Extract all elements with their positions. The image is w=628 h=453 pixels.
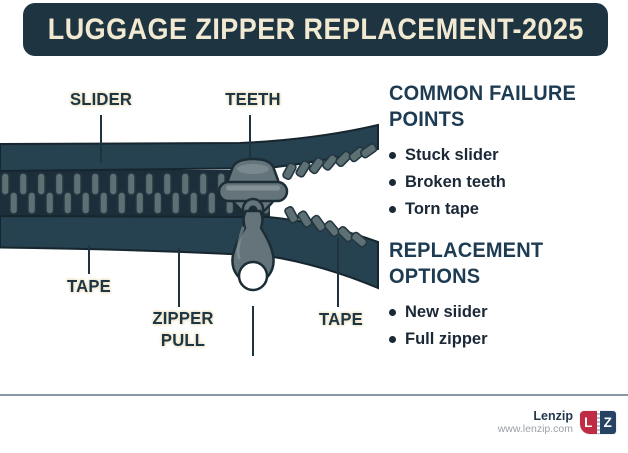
- footer-divider: [0, 394, 628, 396]
- title-banner: LUGGAGE ZIPPER REPLACEMENT-2025: [23, 3, 608, 56]
- list-item: Full zipper: [389, 326, 625, 353]
- list-item-label: Torn tape: [405, 200, 479, 218]
- replacement-options-list: New siider Full zipper: [389, 299, 625, 353]
- bullet-dot: [389, 152, 396, 159]
- failure-points-list: Stuck slider Broken teeth Torn tape: [389, 142, 625, 223]
- info-column: COMMON FAILURE POINTS Stuck slider Broke…: [389, 80, 625, 353]
- list-item: Torn tape: [389, 196, 625, 223]
- brand-website: www.lenzip.com: [497, 423, 573, 435]
- zipper-open-teeth-upper: [282, 143, 378, 180]
- zipper-tape-upper: [0, 123, 379, 173]
- brand-text: Lenzip www.lenzip.com: [498, 409, 573, 435]
- bullet-dot: [389, 206, 396, 213]
- heading-common-failure-points: COMMON FAILURE POINTS: [389, 81, 577, 131]
- label-slider: SLIDER: [69, 89, 133, 109]
- page-title: LUGGAGE ZIPPER REPLACEMENT-2025: [47, 12, 584, 46]
- list-item: New siider: [389, 299, 625, 326]
- logo-letter-l: L: [580, 410, 597, 434]
- zipper-slider: [217, 157, 289, 222]
- list-item: Stuck slider: [389, 142, 625, 169]
- lenzip-logo-icon: L Z: [580, 410, 616, 434]
- logo-zipper-stripe-icon: [596, 410, 600, 434]
- logo-letter-z: Z: [599, 410, 616, 434]
- zipper-open-teeth-lower: [284, 206, 368, 248]
- list-item-label: Full zipper: [405, 330, 488, 348]
- list-item-label: Stuck slider: [405, 146, 499, 164]
- label-tape-left: TAPE: [67, 276, 111, 296]
- bullet-dot: [389, 309, 396, 316]
- zipper-illustration: [0, 115, 379, 356]
- list-item: Broken teeth: [389, 169, 625, 196]
- label-teeth: TEETH: [225, 89, 281, 109]
- label-zipper-pull: ZIPPER PULL: [152, 308, 214, 350]
- brand-name: Lenzip: [533, 409, 573, 423]
- label-tape-right: TAPE: [319, 309, 363, 329]
- bullet-dot: [389, 336, 396, 343]
- list-item-label: Broken teeth: [405, 173, 506, 191]
- list-item-label: New siider: [405, 303, 488, 321]
- bullet-dot: [389, 179, 396, 186]
- zipper-pull-tab: [231, 209, 275, 292]
- footer: Lenzip www.lenzip.com L Z: [498, 409, 616, 435]
- heading-replacement-options: REPLACEMENT OPTIONS: [389, 238, 544, 288]
